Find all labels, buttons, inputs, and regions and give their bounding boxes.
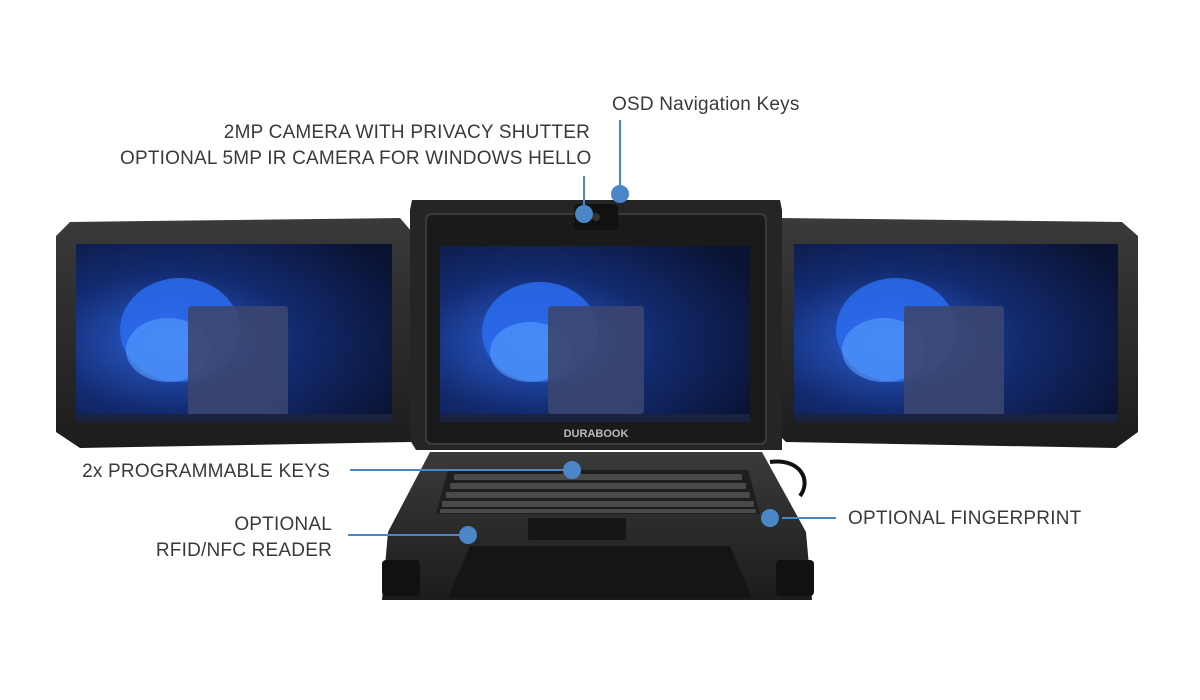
- left-taskbar: [76, 414, 392, 422]
- rfid-label-line-2: RFID/NFC READER: [155, 540, 332, 561]
- right-start-menu: [904, 306, 1004, 416]
- programmable-label-line: 2x PROGRAMMABLE KEYS: [82, 461, 330, 482]
- center-start-menu: [548, 306, 644, 414]
- rfid-callout-dot: [459, 526, 477, 544]
- brand-logo: DURABOOK: [564, 428, 629, 440]
- fingerprint-callout-label: OPTIONAL FINGERPRINT: [848, 506, 1081, 532]
- carry-handle: [448, 546, 752, 598]
- left-foot: [382, 560, 420, 596]
- programmable-callout-label: 2x PROGRAMMABLE KEYS: [60, 459, 330, 485]
- camera-callout-label: 2MP CAMERA WITH PRIVACY SHUTTER OPTIONAL…: [120, 120, 592, 172]
- cable: [769, 459, 807, 498]
- osd-label-line: OSD Navigation Keys: [612, 94, 800, 115]
- center-taskbar: [440, 414, 750, 422]
- programmable-callout-dot: [563, 461, 581, 479]
- camera-callout-dot: [575, 205, 593, 223]
- rfid-callout-label: OPTIONAL RFID/NFC READER: [100, 512, 332, 564]
- laptop-lid: DURABOOK: [410, 200, 782, 450]
- osd-callout-label: OSD Navigation Keys: [612, 92, 800, 118]
- fingerprint-callout-dot: [761, 509, 779, 527]
- camera-label-line-2: OPTIONAL 5MP IR CAMERA FOR WINDOWS HELLO: [120, 148, 592, 169]
- callout-lines: [348, 120, 836, 544]
- camera-label-line-1: 2MP CAMERA WITH PRIVACY SHUTTER: [223, 122, 590, 143]
- rfid-label-line-1: OPTIONAL: [234, 514, 332, 535]
- right-monitor: [776, 218, 1138, 448]
- keyboard-keys: [440, 474, 756, 513]
- right-taskbar: [794, 414, 1118, 422]
- fingerprint-label-line: OPTIONAL FINGERPRINT: [848, 508, 1082, 529]
- touchpad: [528, 518, 626, 540]
- left-start-menu: [188, 306, 288, 416]
- right-foot: [776, 560, 814, 596]
- camera-lens-icon: [592, 213, 600, 221]
- laptop-base: [382, 452, 814, 600]
- left-monitor: [56, 218, 412, 448]
- osd-callout-dot: [611, 185, 629, 203]
